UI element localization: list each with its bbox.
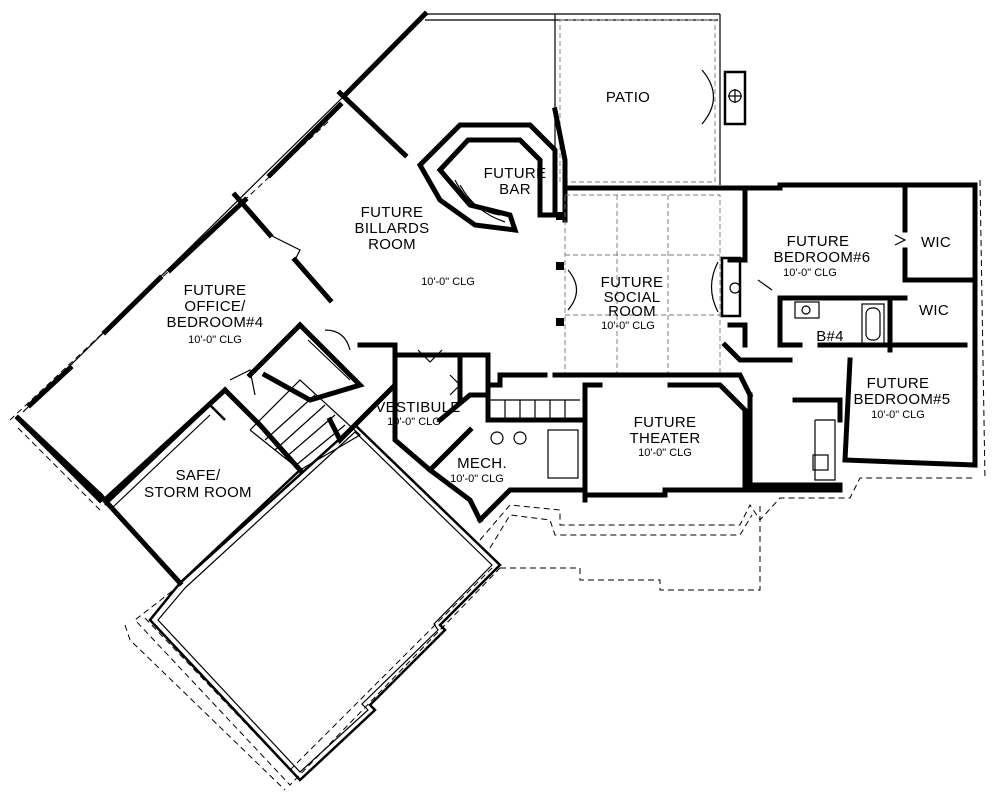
theater-ceiling: 10'-0" CLG [638, 447, 692, 459]
patio-label: PATIO [606, 89, 650, 106]
bath4-label: B#4 [816, 328, 844, 345]
safe-room-walls [104, 403, 301, 584]
bar-label-2: BAR [499, 181, 531, 198]
office-label-1: FUTURE [184, 282, 247, 299]
social-label-3: ROOM [608, 303, 656, 320]
vestibule-mech-walls [392, 349, 588, 524]
room-labels: PATIO FUTURE BAR FUTURE BILLARDS ROOM 10… [144, 89, 951, 501]
bedroom5-walls [721, 341, 978, 488]
theater-label-2: THEATER [630, 430, 701, 447]
billiards-label-3: ROOM [368, 236, 416, 253]
bedroom5-label-1: FUTURE [867, 375, 930, 392]
wic1-label: WIC [921, 234, 951, 251]
billiards-ceiling: 10'-0" CLG [421, 276, 475, 288]
social-ceiling: 10'-0" CLG [601, 320, 655, 332]
mech-label: MECH. [457, 455, 507, 472]
billiards-label-1: FUTURE [361, 204, 424, 221]
vestibule-label: VESTIBULE [375, 399, 460, 416]
exterior-walls [14, 10, 721, 587]
social-label-2: SOCIAL [604, 289, 661, 306]
office-ceiling: 10'-0" CLG [188, 334, 242, 346]
office-label-2: OFFICE/ [184, 298, 246, 315]
bedroom6-label-1: FUTURE [787, 233, 850, 250]
social-label-1: FUTURE [601, 274, 664, 291]
billiards-label-2: BILLARDS [355, 220, 430, 237]
garage [148, 423, 502, 782]
bedroom5-label-2: BEDROOM#5 [854, 391, 951, 408]
bedroom-wing-walls [727, 185, 978, 353]
bedroom5-ceiling: 10'-0" CLG [871, 409, 925, 421]
vestibule-ceiling: 10'-0" CLG [387, 416, 441, 428]
office-label-3: BEDROOM#4 [167, 314, 264, 331]
safe-label-2: STORM ROOM [144, 484, 252, 501]
patio-structure [559, 19, 747, 183]
theater-label-1: FUTURE [634, 414, 697, 431]
safe-label-1: SAFE/ [176, 467, 221, 484]
bar-label-1: FUTURE [484, 165, 547, 182]
bedroom6-ceiling: 10'-0" CLG [783, 267, 837, 279]
interior-walls-west [221, 191, 398, 474]
wic2-label: WIC [919, 302, 949, 319]
mech-ceiling: 10'-0" CLG [450, 473, 504, 485]
bedroom6-label-2: BEDROOM#6 [774, 249, 871, 266]
